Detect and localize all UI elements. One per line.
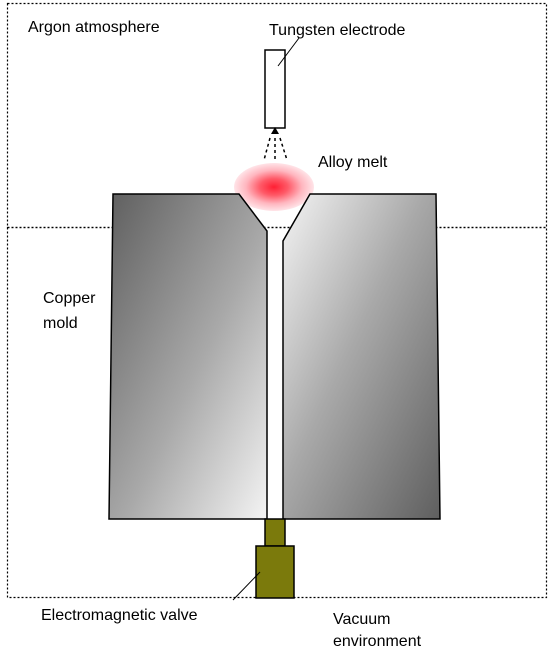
electrode-tip: [271, 127, 279, 134]
alloy-melt-glow: [234, 163, 314, 211]
arc-discharge-lines: [263, 137, 288, 161]
vacuum-chamber-boundary: [6, 226, 548, 599]
vacuum-label-line2: environment: [333, 633, 422, 650]
electrode-leader-line: [277, 37, 300, 67]
copper-mold-label-line1: Copper: [43, 290, 96, 307]
valve-stem: [264, 518, 286, 547]
copper-mold-left-half: [108, 193, 268, 520]
valve-leader-line: [232, 571, 261, 601]
electromagnetic-valve-label: Electromagnetic valve: [41, 607, 198, 624]
tungsten-electrode-label: Tungsten electrode: [269, 22, 405, 39]
copper-mold-label-line2: mold: [43, 315, 78, 332]
argon-atmosphere-label: Argon atmosphere: [28, 19, 160, 36]
copper-mold-right-half: [282, 193, 441, 520]
alloy-melt-label: Alloy melt: [318, 154, 388, 171]
electromagnetic-valve: [255, 545, 295, 599]
tungsten-electrode: [264, 49, 286, 129]
vacuum-label-line1: Vacuum: [333, 611, 391, 628]
